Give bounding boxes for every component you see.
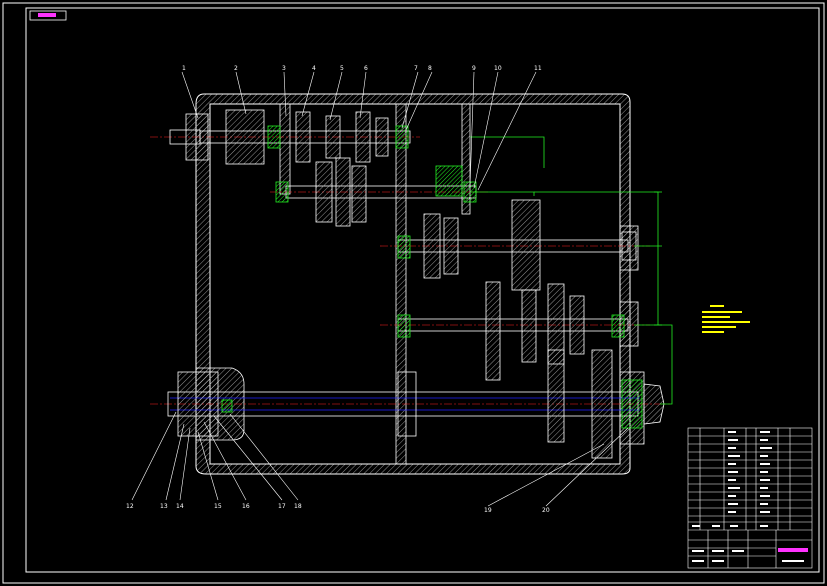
callout-11: 11 bbox=[534, 65, 542, 72]
title-block-marks bbox=[692, 548, 808, 562]
callout-8: 8 bbox=[428, 65, 432, 72]
callout-14: 14 bbox=[176, 503, 184, 510]
callout-3: 3 bbox=[282, 65, 286, 72]
intermediate-shaft-1 bbox=[270, 157, 490, 227]
callout-16: 16 bbox=[242, 503, 250, 510]
callout-9: 9 bbox=[472, 65, 476, 72]
callout-18: 18 bbox=[294, 503, 302, 510]
bottom-callouts: 12 13 14 15 16 17 18 19 20 bbox=[126, 503, 550, 514]
corner-tag bbox=[29, 10, 67, 21]
top-callouts: 1 2 3 4 5 6 7 8 9 10 11 bbox=[182, 65, 542, 72]
callout-4: 4 bbox=[312, 65, 316, 72]
callout-7: 7 bbox=[414, 65, 418, 72]
output-shaft bbox=[150, 349, 670, 459]
callout-13: 13 bbox=[160, 503, 168, 510]
callout-12: 12 bbox=[126, 503, 134, 510]
callout-20: 20 bbox=[542, 507, 550, 514]
callout-17: 17 bbox=[278, 503, 286, 510]
top-leader-lines bbox=[181, 71, 537, 191]
callout-1: 1 bbox=[182, 65, 186, 72]
callout-5: 5 bbox=[340, 65, 344, 72]
callout-10: 10 bbox=[494, 65, 502, 72]
sheet-inner-border bbox=[25, 7, 820, 573]
dimension-lines bbox=[470, 136, 673, 405]
bottom-leader-lines bbox=[131, 411, 629, 507]
parts-list-table bbox=[687, 427, 813, 569]
intermediate-shaft-2 bbox=[380, 199, 650, 291]
callout-2: 2 bbox=[234, 65, 238, 72]
technical-notes bbox=[702, 305, 750, 333]
input-shaft bbox=[150, 109, 420, 165]
parts-list-entries bbox=[692, 431, 772, 527]
callout-19: 19 bbox=[484, 507, 492, 514]
intermediate-shaft-3 bbox=[380, 281, 650, 381]
callout-6: 6 bbox=[364, 65, 368, 72]
callout-15: 15 bbox=[214, 503, 222, 510]
